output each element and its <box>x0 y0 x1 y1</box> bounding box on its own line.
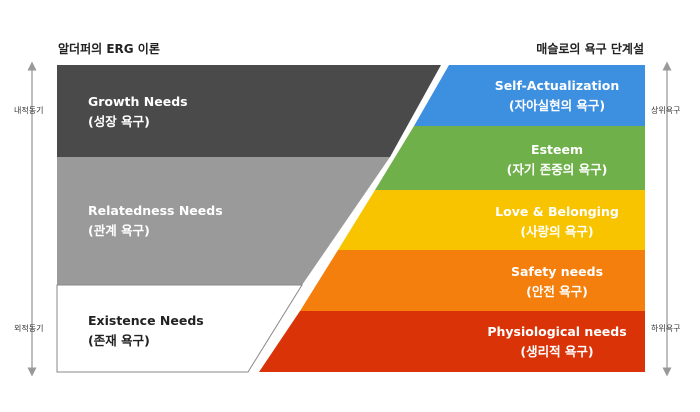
maslow-safety-sub: (안전 욕구) <box>526 284 588 299</box>
erg-title: 알더퍼의 ERG 이론 <box>58 42 160 56</box>
maslow-love-name: Love & Belonging <box>495 204 619 219</box>
maslow-physiological-sub: (생리적 욕구) <box>520 344 594 359</box>
erg-existence-text: Existence Needs (존재 욕구) <box>88 311 204 351</box>
maslow-physiological-text: Physiological needs (생리적 욕구) <box>437 322 677 362</box>
maslow-love-text: Love & Belonging (사랑의 욕구) <box>437 202 677 242</box>
left-bottom-label: 외적동기 <box>14 324 44 333</box>
right-top-label: 상위욕구 <box>651 106 681 115</box>
erg-relatedness-sub: (관계 욕구) <box>88 223 150 238</box>
maslow-tier-self-actualization <box>414 65 645 126</box>
erg-relatedness-name: Relatedness Needs <box>88 203 223 218</box>
maslow-esteem-name: Esteem <box>531 142 583 157</box>
maslow-self-actualization-sub: (자아실현의 욕구) <box>508 98 606 113</box>
left-top-label: 내적동기 <box>14 106 44 115</box>
right-bottom-label: 하위욕구 <box>651 324 681 333</box>
maslow-tier-esteem <box>375 126 645 190</box>
maslow-self-actualization-name: Self-Actualization <box>494 78 620 93</box>
erg-relatedness-text: Relatedness Needs (관계 욕구) <box>88 201 223 241</box>
erg-existence-sub: (존재 욕구) <box>88 333 150 348</box>
erg-growth-name: Growth Needs <box>88 94 188 109</box>
erg-block-growth <box>57 65 441 157</box>
erg-block-existence <box>56 284 303 373</box>
maslow-love-sub: (사랑의 욕구) <box>520 224 594 239</box>
maslow-self-actualization-text: Self-Actualization (자아실현의 욕구) <box>437 76 677 116</box>
maslow-safety-text: Safety needs (안전 욕구) <box>437 262 677 302</box>
maslow-esteem-text: Esteem (자기 존중의 욕구) <box>437 140 677 180</box>
erg-existence-name: Existence Needs <box>88 313 204 328</box>
maslow-tier-safety <box>300 250 645 311</box>
maslow-tier-love-belonging <box>338 190 645 250</box>
erg-growth-sub: (성장 욕구) <box>88 114 150 129</box>
erg-block-relatedness <box>57 157 390 285</box>
maslow-esteem-sub: (자기 존중의 욕구) <box>506 162 608 177</box>
maslow-title: 매슬로의 욕구 단계설 <box>536 42 644 56</box>
maslow-physiological-name: Physiological needs <box>487 324 627 339</box>
erg-growth-text: Growth Needs (성장 욕구) <box>88 92 188 132</box>
maslow-safety-name: Safety needs <box>510 264 604 279</box>
maslow-tier-physiological <box>259 311 645 372</box>
